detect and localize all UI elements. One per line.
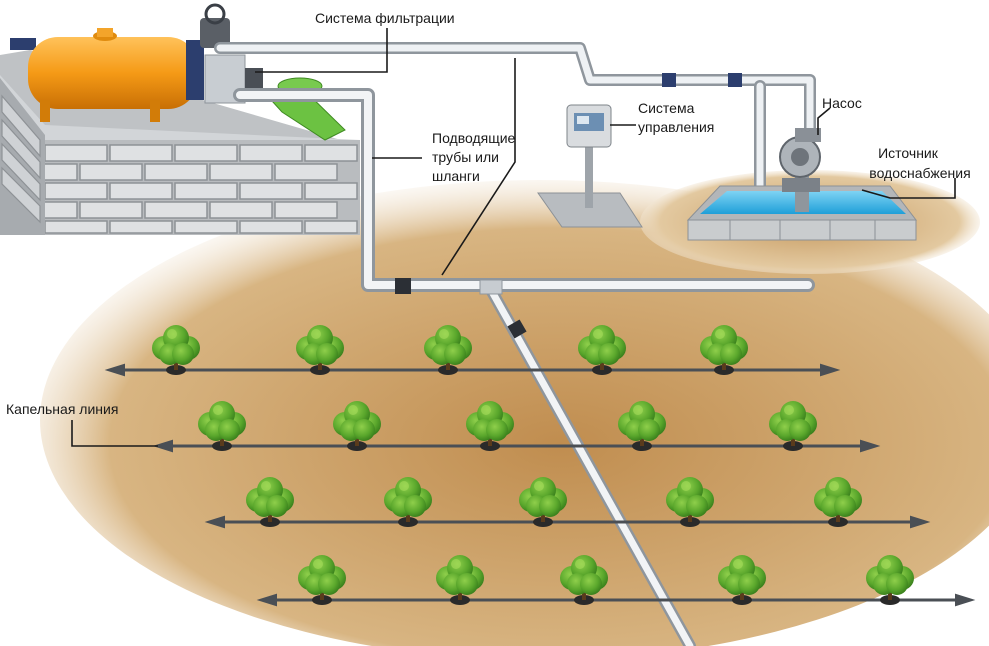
leader-lines: [71, 28, 956, 447]
control-unit: [537, 104, 643, 228]
tee-fitting: [479, 279, 503, 295]
label-supply-line2: трубы или: [432, 149, 499, 165]
label-filtration: Система фильтрации: [315, 10, 455, 26]
drip-line-arrows: [104, 363, 976, 607]
branch-valve: [507, 319, 527, 339]
inline-valve-2: [728, 73, 742, 87]
filter-tank: [10, 28, 204, 122]
water-source: [686, 160, 918, 241]
label-source-line2: водоснабжения: [869, 165, 970, 181]
inline-valve-1: [662, 73, 676, 87]
label-pump: Насос: [822, 95, 862, 111]
label-supply-line1: Подводящие: [432, 130, 516, 146]
pump: [779, 128, 821, 192]
label-source-line1: Источник: [878, 145, 939, 161]
field-soil: [40, 180, 989, 646]
main-valve: [395, 278, 411, 294]
label-control-line1: Система: [638, 100, 695, 116]
brick-platform: [0, 50, 360, 235]
label-supply-line3: шланги: [432, 168, 480, 184]
label-control-line2: управления: [638, 119, 714, 135]
supply-pipes: [214, 42, 816, 646]
label-drip-line: Капельная линия: [6, 401, 118, 417]
